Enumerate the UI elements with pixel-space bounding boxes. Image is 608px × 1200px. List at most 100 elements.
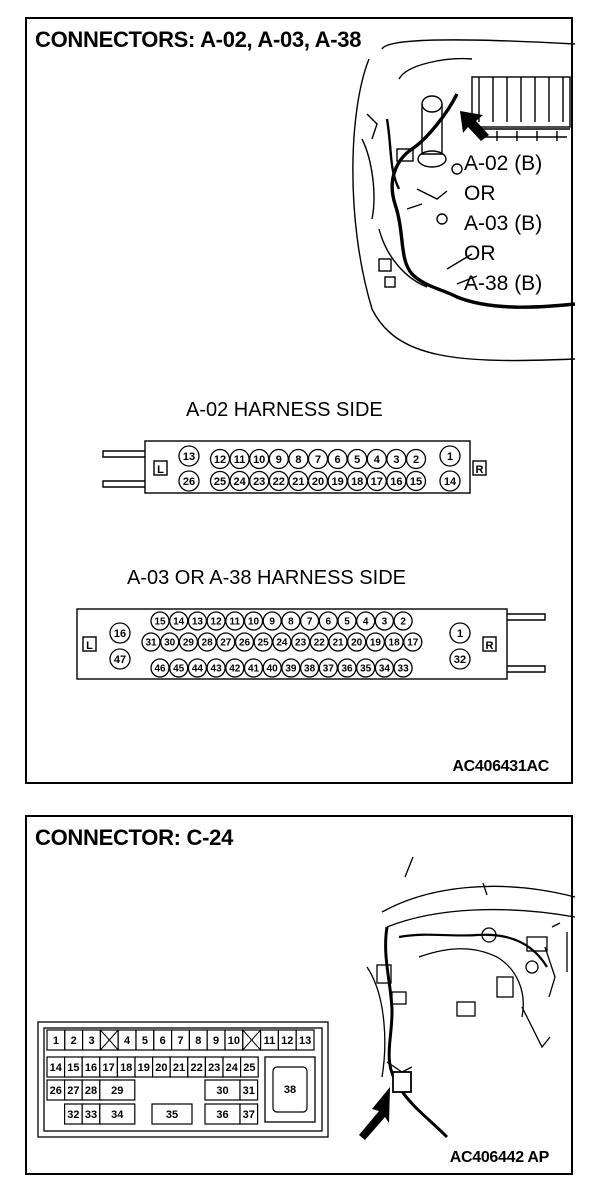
pin-number: 21 [292,476,304,488]
connector-pin: 16 [109,622,131,644]
connector-cavity: 12 [277,1029,297,1051]
pin-number: 36 [216,1109,228,1121]
connector-pin: 3 [374,611,395,631]
location-arrow [460,111,489,141]
connector-cavity: 32 [63,1103,83,1125]
pin-number: 32 [67,1109,79,1121]
pin-number: 12 [211,617,223,628]
connector-cavity: 4 [117,1029,137,1051]
pin-number: 46 [154,664,166,675]
pin-number: 1 [53,1035,59,1047]
connector-pin: 25 [209,470,231,492]
connector-pin: 45 [169,658,189,678]
connector-pin: 27 [216,632,236,652]
connector-pin: 10 [243,611,264,631]
connector-pin: 21 [288,470,309,492]
pin-number: 26 [239,638,251,649]
connector-pin: 22 [268,470,289,492]
pin-number: 37 [323,664,335,675]
pin-number: 31 [145,638,157,649]
figure-code: AC406442 AP [449,1149,550,1166]
a03-side-right: R [486,640,494,652]
connector-pin: 6 [318,611,338,631]
connector-cavity: 34 [99,1103,136,1125]
pin-number: 35 [360,664,372,675]
pin-number: 24 [276,638,288,649]
pin-number: 8 [288,617,294,628]
blank-cavity [242,1029,262,1051]
connector-cavity: 38 [264,1056,316,1123]
engine-bay-illustration [352,39,576,362]
pin-number: 30 [164,638,176,649]
pin-number: 17 [371,476,383,488]
connector-pin: 38 [299,658,320,678]
pin-number: 28 [85,1085,97,1097]
c24-connector-location [392,1071,412,1093]
connector-cavity: 36 [204,1103,241,1125]
connector-pin: 23 [249,470,270,492]
pin-number: 2 [71,1035,77,1047]
connector-cavity: 26 [46,1079,66,1101]
connector-cavity: 25 [240,1056,259,1078]
connector-cavity: 21 [169,1056,189,1078]
connector-pin: 47 [109,648,131,670]
connector-pin: 13 [178,445,200,467]
pin-number: 22 [273,476,285,488]
pin-number: 42 [229,664,241,675]
dash-wiring-harness [384,926,449,1139]
connector-cavity: 5 [135,1029,155,1051]
pin-number: 10 [253,454,265,466]
connector-cavity: 9 [206,1029,226,1051]
pin-number: 13 [299,1035,311,1047]
connector-cavity: 28 [81,1079,101,1101]
connector-pin: 16 [386,470,407,492]
connector-pin: 1 [449,622,471,644]
connector-panel-a02-a03-a38: CONNECTORS: A-02, A-03, A-38 [25,17,576,784]
pin-number: 20 [351,638,363,649]
pin-number: 2 [400,617,406,628]
pin-number: 4 [124,1035,131,1047]
connector-cavity: 33 [81,1103,101,1125]
connector-pin: 17 [403,632,423,652]
connector-pin: 44 [187,658,208,678]
pin-number: 18 [120,1062,132,1074]
a02-side-right-box [472,460,487,476]
connector-cavity: 24 [222,1056,242,1078]
pin-number: 10 [248,617,260,628]
pin-number: 7 [315,454,321,466]
pin-number: 22 [314,638,326,649]
pin-number: 15 [410,476,422,488]
pin-number: 19 [370,638,382,649]
pin-number: 33 [398,664,410,675]
connector-pin: 1 [439,445,461,467]
pin-number: 16 [85,1062,97,1074]
pin-number: 36 [341,664,353,675]
connector-cavity: 31 [239,1079,259,1101]
a02-side-left-box [153,460,168,476]
pin-number: 9 [213,1035,219,1047]
connector-cavity: 7 [171,1029,191,1051]
pin-number: 35 [166,1109,178,1121]
connector-pin: 46 [150,658,170,678]
connector-cavity: 13 [295,1029,315,1051]
pin-number: 25 [243,1062,255,1074]
pin-number: 31 [243,1085,255,1097]
connector-pin: 9 [262,611,282,631]
connector-cavity: 30 [204,1079,241,1101]
connector-pin: 7 [299,611,320,631]
pin-number: 6 [335,454,341,466]
connector-cavity: 10 [224,1029,244,1051]
connector-pin: 15 [150,611,170,631]
pin-number: 1 [447,451,453,463]
figure-code: AC406431AC [452,758,549,775]
connector-pin: 13 [187,611,208,631]
connector-pin: 28 [197,632,217,652]
a02-connector-face: L R 132611412251124102392282172061951841… [102,440,487,494]
connector-pin: 23 [290,632,311,652]
connector-pin: 4 [356,611,376,631]
pin-number: 23 [253,476,265,488]
pin-number: 41 [248,664,260,675]
callout-or-2: OR [464,242,496,265]
a02-connector-body [144,440,471,494]
pin-number: 18 [351,476,363,488]
